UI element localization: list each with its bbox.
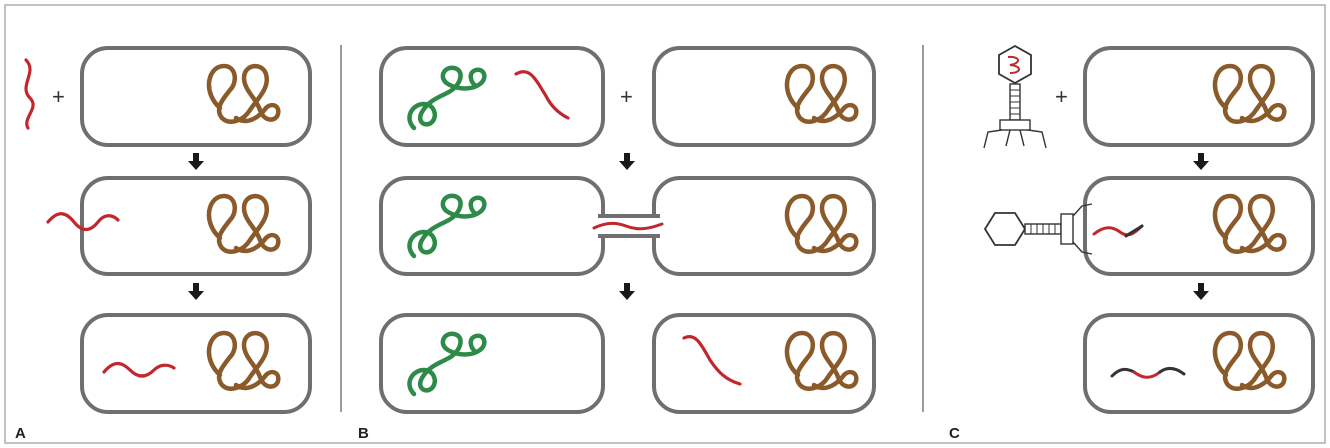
panel-c-label: C xyxy=(949,425,960,442)
down-arrow-icon xyxy=(188,153,204,170)
recipient-cell xyxy=(80,46,312,147)
donor-cell xyxy=(379,46,605,147)
free-dna-fragment xyxy=(24,58,35,130)
transduced-dna xyxy=(1132,370,1162,379)
panel-b-label: B xyxy=(358,425,369,442)
transferring-dna xyxy=(592,221,664,231)
attached-bacteriophage-icon xyxy=(983,203,1093,255)
down-arrow-icon xyxy=(619,283,635,300)
plus-sign: + xyxy=(1055,84,1068,109)
received-dna xyxy=(682,335,742,386)
panel-a: + A xyxy=(15,46,312,442)
down-arrow-icon xyxy=(619,153,635,170)
plus-sign: + xyxy=(620,84,633,109)
recipient-cell xyxy=(652,46,876,147)
recipient-cell xyxy=(652,313,876,414)
donor-cell xyxy=(379,176,605,276)
recipient-cell xyxy=(1083,46,1315,147)
recipient-cell xyxy=(1083,176,1315,276)
recipient-cell xyxy=(80,176,312,276)
incorporated-dna xyxy=(102,361,176,378)
entering-dna xyxy=(46,212,120,232)
down-arrow-icon xyxy=(1193,153,1209,170)
panel-a-label: A xyxy=(15,425,26,442)
down-arrow-icon xyxy=(188,283,204,300)
donor-cell xyxy=(379,313,605,414)
panel-b: + B xyxy=(358,46,876,442)
diagram-frame xyxy=(4,4,1326,444)
down-arrow-icon xyxy=(1193,283,1209,300)
recipient-cell xyxy=(1083,313,1315,414)
panel-c: + C xyxy=(949,44,1315,442)
plus-sign: + xyxy=(52,84,65,109)
plasmid-dna xyxy=(514,70,570,120)
bacteriophage-icon xyxy=(983,44,1047,149)
